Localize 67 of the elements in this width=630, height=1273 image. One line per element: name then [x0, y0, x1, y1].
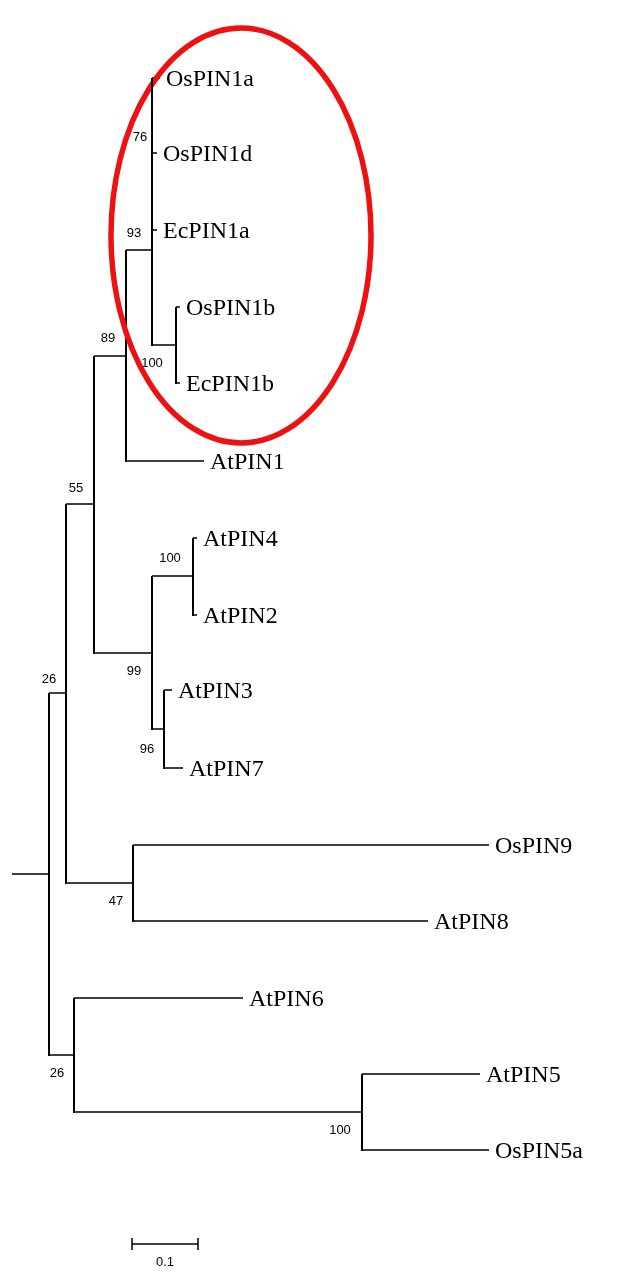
bootstrap-value: 96	[139, 742, 155, 756]
branch-line	[163, 689, 173, 691]
branch-line	[73, 1111, 363, 1113]
bootstrap-value: 99	[126, 664, 142, 678]
branch-line	[151, 152, 158, 154]
branch-line	[132, 920, 429, 922]
branch-line	[175, 306, 181, 308]
branch-line	[361, 1074, 363, 1151]
branch-line	[151, 77, 161, 79]
taxon-label: OsPIN1a	[160, 65, 254, 91]
taxon-label: OsPIN9	[489, 832, 573, 858]
branch-line	[192, 538, 194, 616]
scale-value: 0.1	[155, 1255, 175, 1269]
branch-line	[93, 355, 127, 357]
branch-line	[125, 250, 127, 462]
branch-line	[132, 845, 134, 922]
taxon-label: AtPIN4	[197, 525, 278, 551]
bootstrap-value: 93	[126, 226, 142, 240]
taxon-label: OsPIN1d	[157, 140, 253, 166]
bootstrap-value: 100	[329, 1123, 351, 1137]
branch-line	[151, 575, 194, 577]
branch-line	[65, 882, 134, 884]
taxon-label: AtPIN2	[197, 602, 278, 628]
bootstrap-value: 26	[49, 1066, 65, 1080]
branch-line	[125, 249, 153, 251]
branch-line	[151, 344, 177, 346]
branch-line	[151, 728, 165, 730]
taxon-label: EcPIN1b	[180, 370, 274, 396]
bootstrap-value: 26	[41, 672, 57, 686]
taxon-label: OsPIN5a	[489, 1137, 583, 1163]
branch-line	[73, 998, 75, 1113]
taxon-label: AtPIN8	[428, 908, 509, 934]
branch-line	[11, 873, 50, 875]
taxon-label: OsPIN1b	[180, 294, 276, 320]
branch-line	[48, 692, 67, 694]
taxon-label: AtPIN3	[172, 677, 253, 703]
branch-line	[192, 537, 198, 539]
branch-line	[93, 356, 95, 654]
branch-line	[48, 693, 50, 1056]
taxon-label: AtPIN5	[480, 1061, 561, 1087]
branch-line	[151, 576, 153, 730]
branch-line	[93, 652, 153, 654]
branch-line	[163, 767, 184, 769]
branch-line	[132, 844, 490, 846]
branch-line	[65, 503, 95, 505]
bootstrap-value: 47	[108, 894, 124, 908]
branch-line	[73, 997, 244, 999]
branch-line	[175, 382, 181, 384]
branch-line	[65, 504, 67, 884]
branch-line	[151, 78, 153, 346]
bootstrap-value: 100	[141, 356, 163, 370]
bootstrap-value: 100	[159, 551, 181, 565]
taxon-label: AtPIN1	[204, 448, 285, 474]
branch-line	[361, 1073, 481, 1075]
branch-line	[361, 1149, 490, 1151]
taxon-label: EcPIN1a	[157, 217, 250, 243]
branch-line	[175, 307, 177, 384]
bootstrap-value: 89	[100, 331, 116, 345]
taxon-label: AtPIN7	[183, 755, 264, 781]
branch-line	[192, 614, 198, 616]
branch-line	[48, 1054, 75, 1056]
taxon-label: AtPIN6	[243, 985, 324, 1011]
branch-line	[151, 229, 158, 231]
bootstrap-value: 55	[68, 481, 84, 495]
branch-line	[163, 690, 165, 769]
branch-line	[125, 460, 205, 462]
bootstrap-value: 76	[132, 130, 148, 144]
